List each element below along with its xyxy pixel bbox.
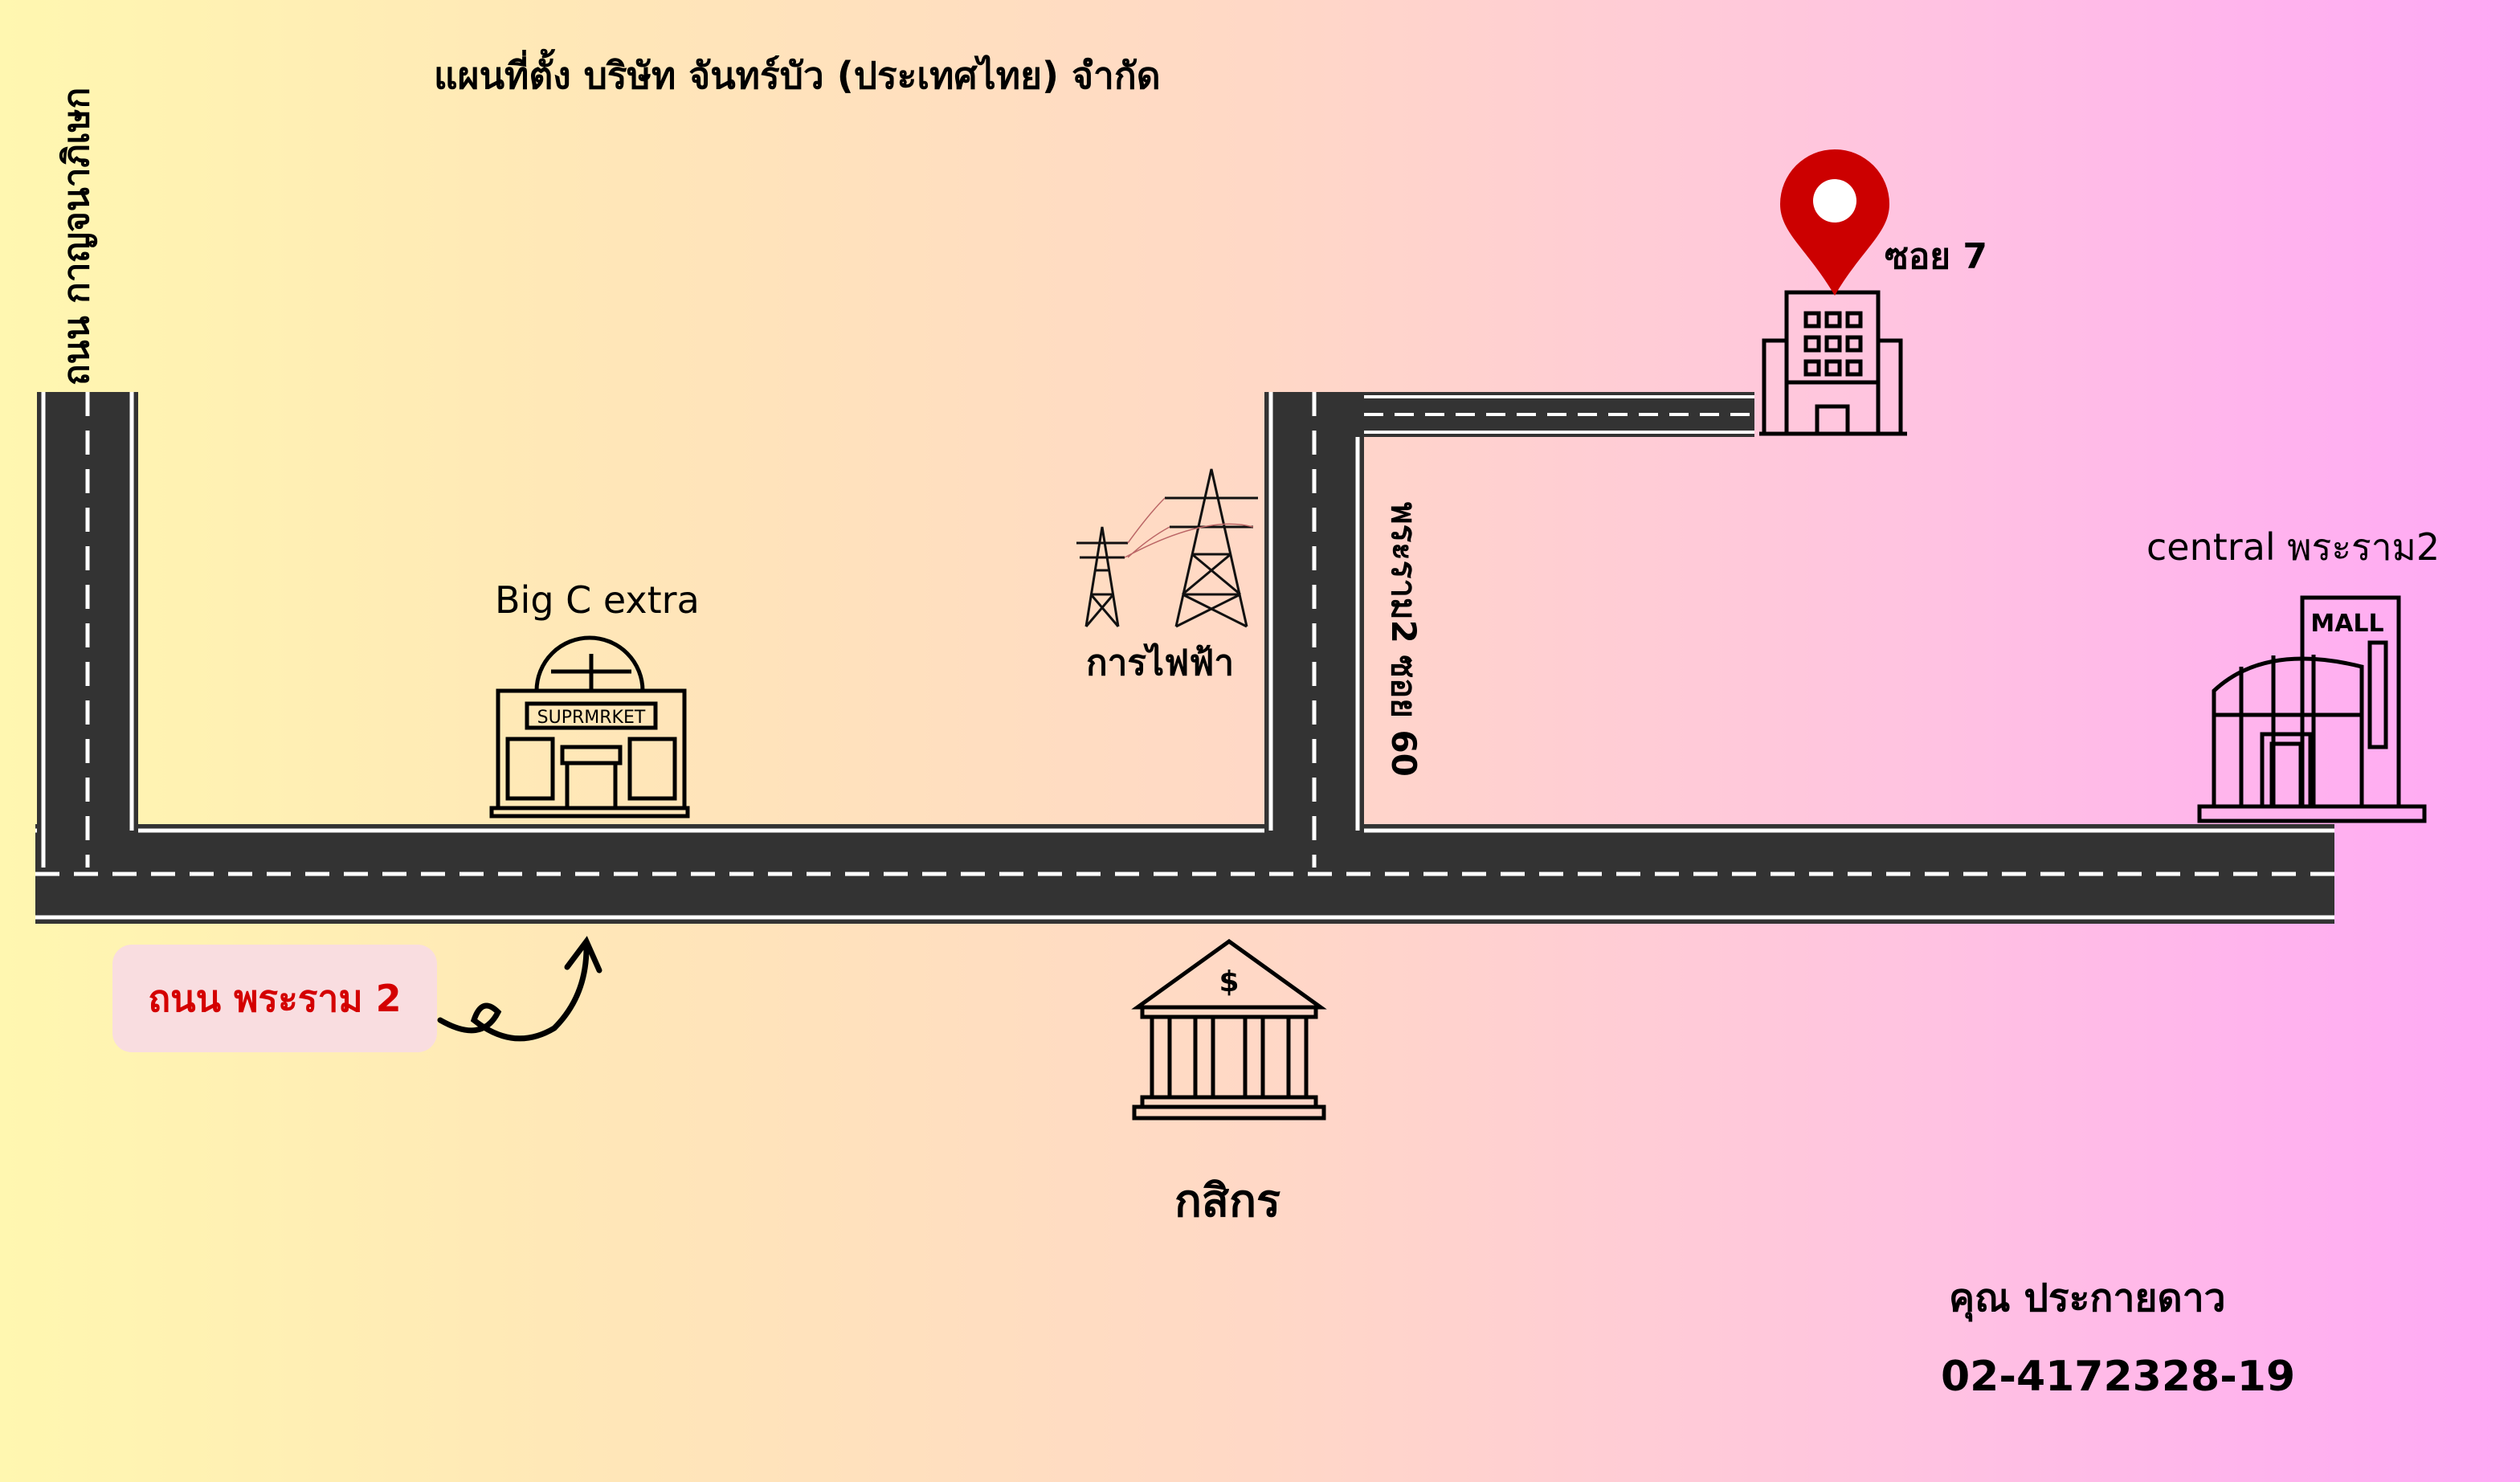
supermarket-sign: SUPRMRKET	[537, 708, 646, 728]
page-title: แผนที่ตั้ง บริษัท จันทร์บัว (ประเทศไทย) …	[434, 54, 1161, 97]
curved-arrow-icon	[437, 936, 602, 1042]
main-road	[35, 824, 2334, 924]
left-vertical-road	[37, 392, 138, 871]
road-label-soi60: พระราม2 ซอย 60	[1384, 502, 1423, 777]
landmark-label-central: central พระราม2	[2146, 525, 2440, 569]
office-building-icon	[1759, 290, 1907, 436]
dollar-sign-icon: $	[1219, 966, 1239, 998]
power-tower-icon	[1076, 468, 1258, 628]
landmark-label-bank: กสิกร	[1174, 1175, 1281, 1227]
mall-sign: MALL	[2310, 610, 2383, 638]
road-label-soi7: ซอย 7	[1885, 236, 1988, 277]
mall-icon: MALL	[2197, 595, 2427, 823]
location-pin-icon	[1780, 149, 1889, 296]
contact-phone: 02-4172328-19	[1941, 1353, 2296, 1401]
soi60-road	[1264, 392, 1364, 871]
soi7-road	[1364, 392, 1754, 437]
road-label-kanchanaphisek: ถนน กาญจนาภิเษก	[56, 87, 97, 386]
supermarket-icon: SUPRMRKET	[489, 635, 690, 819]
landmark-label-power: การไฟฟ้า	[1086, 643, 1235, 684]
main-road-label: ถนน พระราม 2	[148, 976, 402, 1020]
bank-icon: $	[1131, 938, 1327, 1121]
contact-name: คุณ ประกายดาว	[1949, 1276, 2226, 1321]
landmark-label-bigc: Big C extra	[495, 578, 700, 622]
main-road-tag: ถนน พระราม 2	[112, 945, 437, 1052]
